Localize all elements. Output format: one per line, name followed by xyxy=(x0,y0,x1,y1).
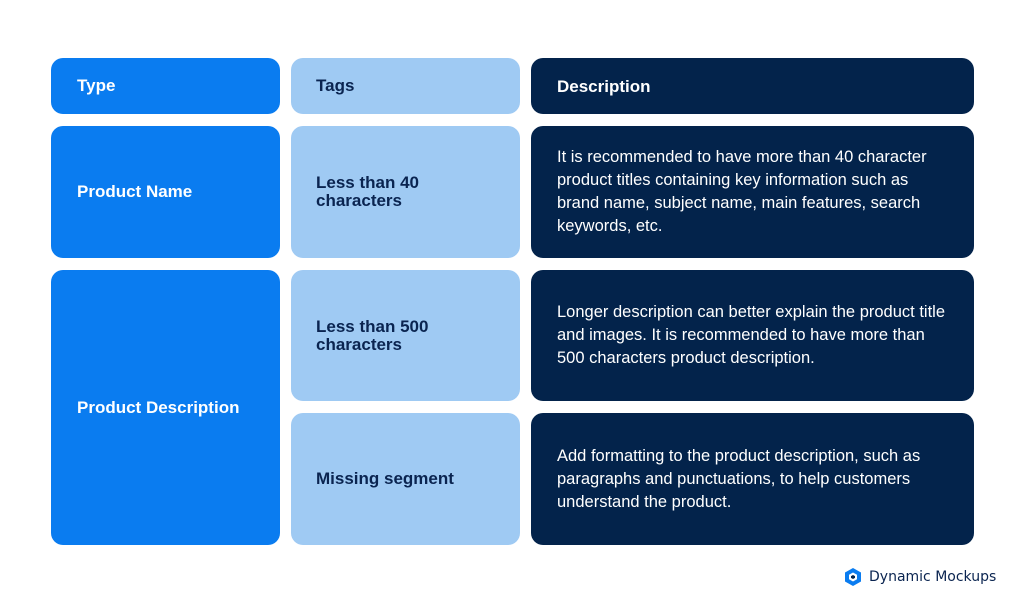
type-cell-label: Product Description xyxy=(77,397,240,417)
description-cell-text: Add formatting to the product descriptio… xyxy=(557,446,921,511)
type-column-header: Type xyxy=(51,58,280,114)
tag-cell-label: Less than 40 characters xyxy=(316,173,419,210)
description-cell-length: Longer description can better explain th… xyxy=(531,270,974,401)
description-cell-formatting: Add formatting to the product descriptio… xyxy=(531,413,974,545)
type-header-label: Type xyxy=(77,76,116,95)
brand-name: Dynamic Mockups xyxy=(869,569,997,585)
brand-watermark: Dynamic Mockups xyxy=(843,567,996,587)
hexagon-logo-icon xyxy=(845,568,861,586)
description-cell-product-name: It is recommended to have more than 40 c… xyxy=(531,126,974,258)
type-cell-label: Product Name xyxy=(77,182,193,201)
description-cell-text: It is recommended to have more than 40 c… xyxy=(557,148,927,235)
description-cell-text: Longer description can better explain th… xyxy=(557,303,945,367)
type-cell-product-name: Product Name xyxy=(51,126,280,258)
tags-header-label: Tags xyxy=(316,76,355,95)
tag-cell-label: Less than 500 characters xyxy=(316,316,429,354)
tags-column-header: Tags xyxy=(291,58,520,114)
tag-cell-label: Missing segment xyxy=(316,469,454,488)
tag-cell-missing-segment: Missing segment xyxy=(291,413,520,545)
description-header-label: Description xyxy=(557,76,651,96)
tag-cell-less-than-500: Less than 500 characters xyxy=(291,270,520,401)
type-cell-product-description: Product Description xyxy=(51,270,280,545)
tag-cell-less-than-40: Less than 40 characters xyxy=(291,126,520,258)
description-column-header: Description xyxy=(531,58,974,114)
